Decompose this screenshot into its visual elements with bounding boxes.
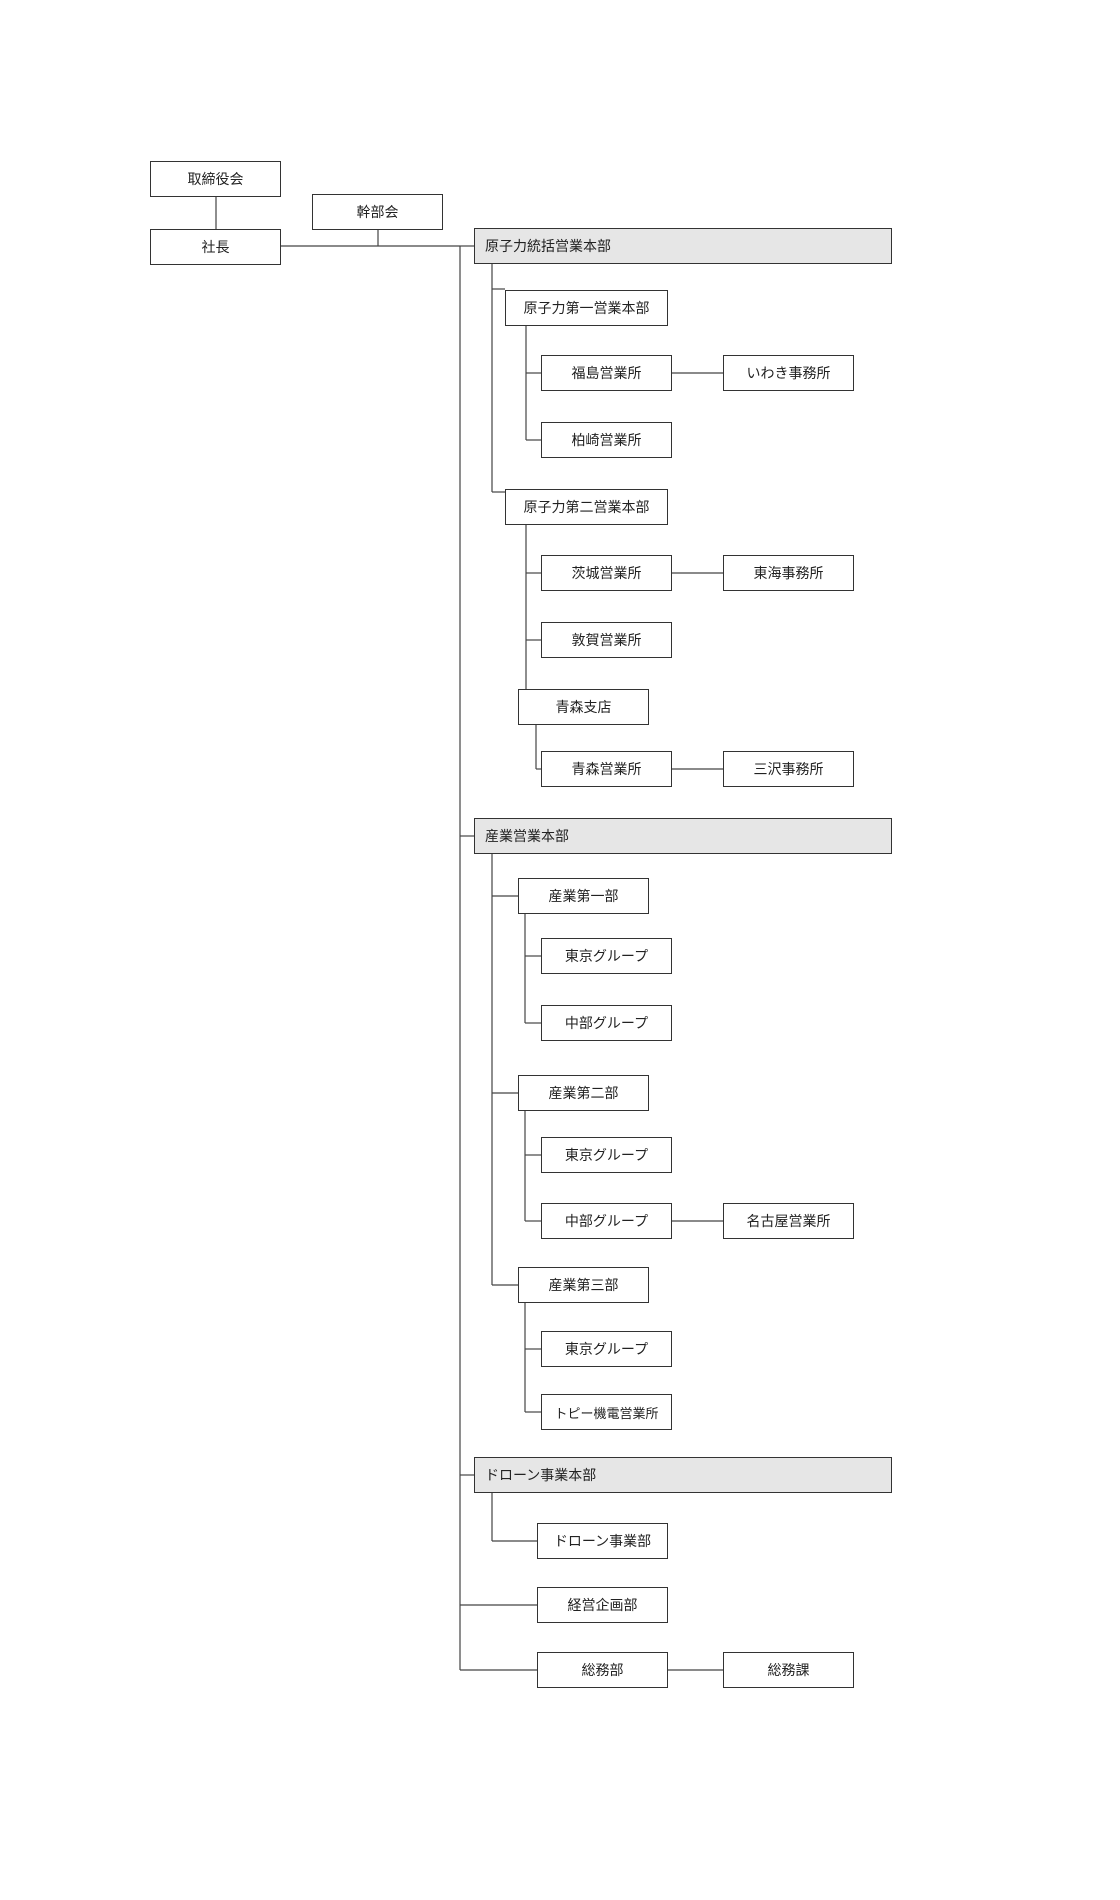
aomori-branch-box: 青森支店 <box>518 689 649 725</box>
dept1-chubu-group-box: 中部グループ <box>541 1005 672 1041</box>
tokai-office-box: 東海事務所 <box>723 555 854 591</box>
nuclear-second-hq-box: 原子力第二営業本部 <box>505 489 668 525</box>
dept3-tokyo-group-box: 東京グループ <box>541 1331 672 1367</box>
drone-dept-box: ドローン事業部 <box>537 1523 668 1559</box>
kashiwazaki-office-box: 柏崎営業所 <box>541 422 672 458</box>
fukushima-office-box: 福島営業所 <box>541 355 672 391</box>
dept1-tokyo-group-box: 東京グループ <box>541 938 672 974</box>
president-box: 社長 <box>150 229 281 265</box>
ibaraki-office-box: 茨城営業所 <box>541 555 672 591</box>
industrial-hq-box: 産業営業本部 <box>474 818 892 854</box>
dept2-tokyo-group-box: 東京グループ <box>541 1137 672 1173</box>
nagoya-office-box: 名古屋営業所 <box>723 1203 854 1239</box>
general-affairs-section-box: 総務課 <box>723 1652 854 1688</box>
executive-committee-box: 幹部会 <box>312 194 443 230</box>
topy-office-box: トピー機電営業所 <box>541 1394 672 1430</box>
aomori-office-box: 青森営業所 <box>541 751 672 787</box>
drone-hq-box: ドローン事業本部 <box>474 1457 892 1493</box>
nuclear-first-hq-box: 原子力第一営業本部 <box>505 290 668 326</box>
industrial-dept3-box: 産業第三部 <box>518 1267 649 1303</box>
tsuruga-office-box: 敦賀営業所 <box>541 622 672 658</box>
iwaki-office-box: いわき事務所 <box>723 355 854 391</box>
general-affairs-dept-box: 総務部 <box>537 1652 668 1688</box>
misawa-office-box: 三沢事務所 <box>723 751 854 787</box>
industrial-dept2-box: 産業第二部 <box>518 1075 649 1111</box>
board-box: 取締役会 <box>150 161 281 197</box>
planning-dept-box: 経営企画部 <box>537 1587 668 1623</box>
industrial-dept1-box: 産業第一部 <box>518 878 649 914</box>
dept2-chubu-group-box: 中部グループ <box>541 1203 672 1239</box>
nuclear-hq-box: 原子力統括営業本部 <box>474 228 892 264</box>
